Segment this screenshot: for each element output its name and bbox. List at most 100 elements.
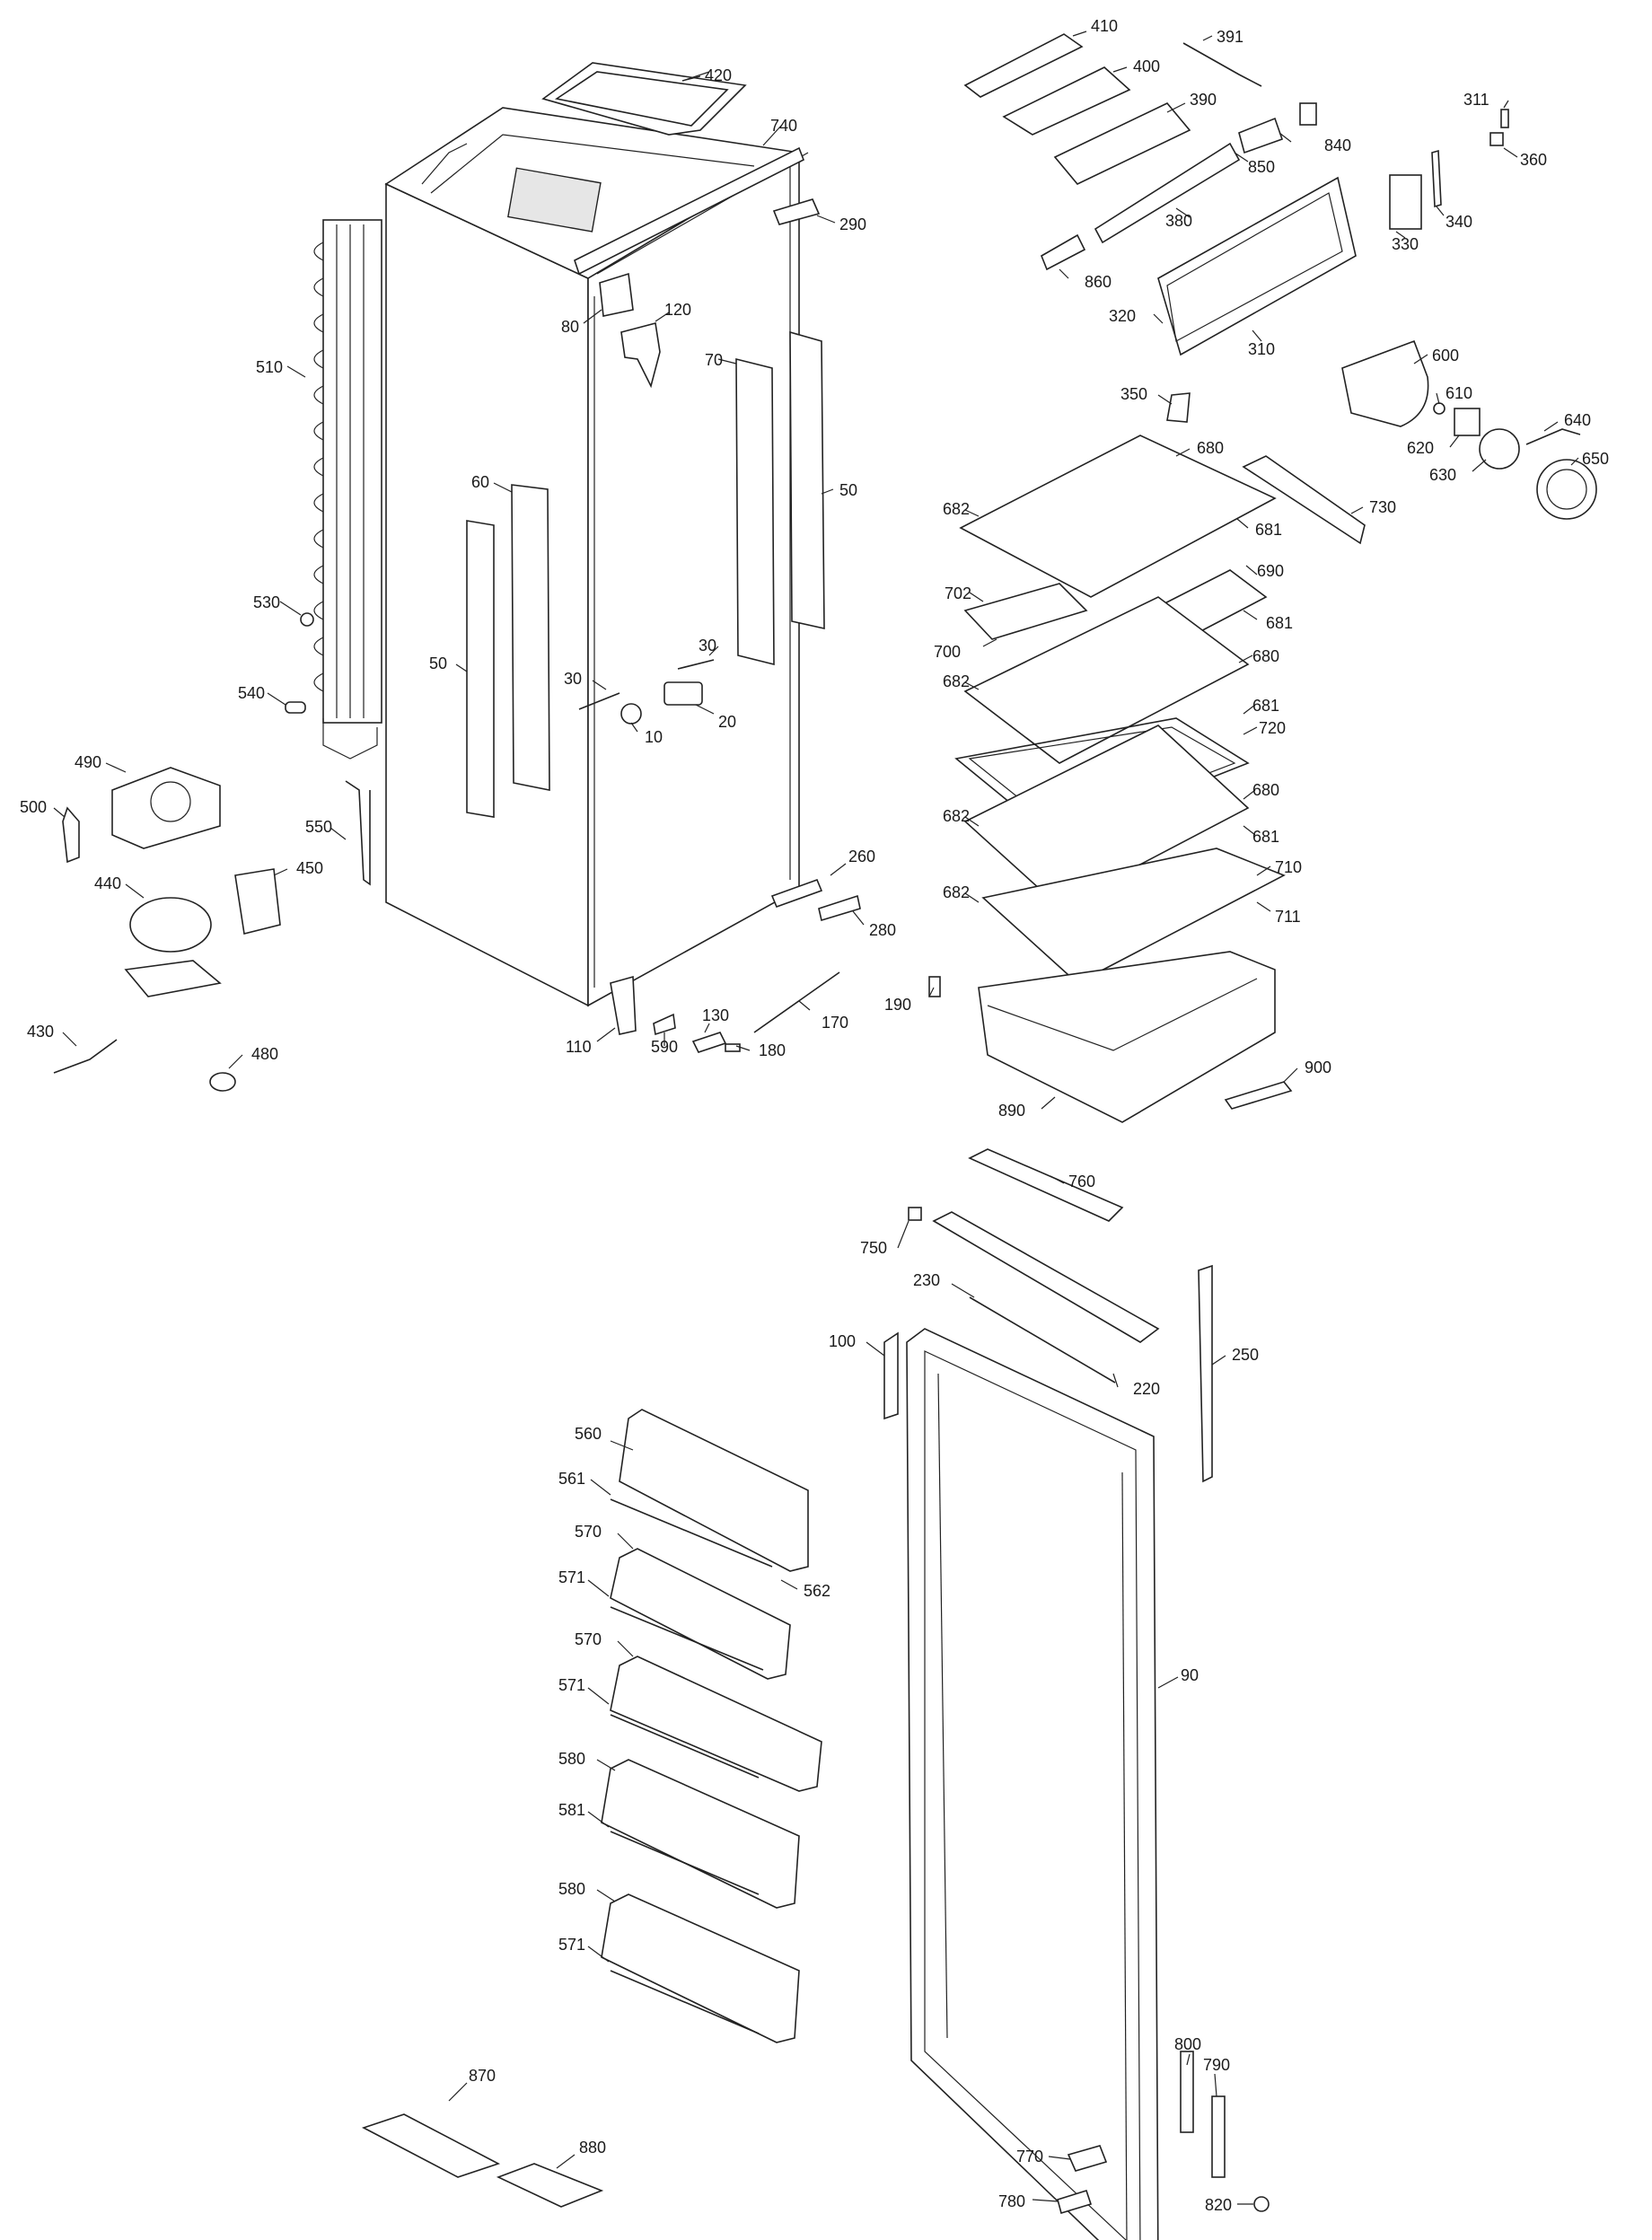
label-702: 702 — [945, 584, 971, 602]
label-690: 690 — [1257, 562, 1284, 580]
part-890-drawer — [978, 951, 1276, 1123]
label-730: 730 — [1369, 498, 1396, 516]
label-80: 80 — [561, 318, 579, 336]
shelf-710 — [981, 848, 1286, 984]
label-490: 490 — [75, 753, 101, 771]
label-681-c: 681 — [1252, 697, 1279, 715]
part-250-gasket — [1198, 1264, 1213, 1483]
label-681-d: 681 — [1252, 828, 1279, 846]
label-710: 710 — [1275, 858, 1302, 876]
part-440-compressor — [124, 897, 222, 997]
part-730-rail — [1242, 455, 1366, 545]
shelf-680-lower — [963, 725, 1250, 908]
label-740: 740 — [770, 117, 797, 135]
label-510: 510 — [256, 358, 283, 376]
label-780: 780 — [998, 2192, 1025, 2210]
shelf-680-mid — [963, 596, 1250, 764]
label-350: 350 — [1120, 385, 1147, 403]
label-310: 310 — [1248, 340, 1275, 358]
label-190: 190 — [884, 996, 911, 1014]
part-310-housing — [1157, 176, 1357, 356]
part-350-lamp — [1166, 392, 1191, 423]
part-550-drain — [345, 780, 371, 886]
label-360: 360 — [1520, 151, 1547, 169]
label-10: 10 — [645, 728, 663, 746]
label-390: 390 — [1190, 91, 1217, 109]
label-280: 280 — [869, 921, 896, 939]
part-390-board — [1053, 102, 1191, 185]
part-640-wire — [1525, 428, 1581, 445]
label-30-b: 30 — [564, 670, 582, 688]
label-820: 820 — [1205, 2196, 1232, 2214]
label-870: 870 — [469, 2067, 496, 2085]
label-600: 600 — [1432, 347, 1459, 365]
leader-lines — [53, 31, 1579, 2205]
part-230-strip — [969, 1296, 1116, 1384]
label-750: 750 — [860, 1239, 887, 1257]
label-680-b: 680 — [1252, 647, 1279, 665]
label-540: 540 — [238, 684, 265, 702]
part-330-cover — [1389, 174, 1422, 230]
label-682-a: 682 — [943, 500, 970, 518]
label-420: 420 — [705, 66, 732, 84]
label-650: 650 — [1582, 450, 1609, 468]
part-840-clip — [1299, 102, 1317, 126]
label-610: 610 — [1446, 384, 1472, 402]
label-550: 550 — [305, 818, 332, 836]
part-120-hinge — [620, 322, 661, 389]
label-50-a: 50 — [839, 481, 857, 499]
part-180-pin — [725, 1043, 741, 1052]
label-581: 581 — [558, 1801, 585, 1819]
label-880: 880 — [579, 2139, 606, 2157]
label-290: 290 — [839, 215, 866, 233]
label-800: 800 — [1174, 2035, 1201, 2053]
label-530: 530 — [253, 593, 280, 611]
label-900: 900 — [1305, 1059, 1331, 1076]
label-570-b: 570 — [575, 1630, 602, 1648]
label-630: 630 — [1429, 466, 1456, 484]
part-number-labels: 410 391 400 420 390 311 360 740 840 850 … — [20, 17, 1609, 2214]
shelf-702 — [963, 583, 1088, 640]
part-760-cover — [968, 1148, 1124, 1222]
label-640: 640 — [1564, 411, 1591, 429]
label-560: 560 — [575, 1425, 602, 1443]
label-30-a: 30 — [699, 637, 716, 654]
part-430-cable — [53, 1039, 118, 1074]
label-410: 410 — [1091, 17, 1118, 35]
part-650-housing — [1536, 459, 1597, 520]
part-870-egg-tray — [361, 2113, 501, 2178]
label-430: 430 — [27, 1023, 54, 1041]
label-320: 320 — [1109, 307, 1136, 325]
part-571-strip-c — [610, 1970, 760, 2034]
label-840: 840 — [1324, 136, 1351, 154]
part-480-foot — [209, 1072, 236, 1092]
part-130-bracket — [691, 1032, 727, 1053]
part-580-bin-b — [601, 1893, 800, 2043]
label-860: 860 — [1085, 273, 1112, 291]
label-760: 760 — [1068, 1173, 1095, 1190]
label-400: 400 — [1133, 57, 1160, 75]
part-570-bin-b — [610, 1656, 822, 1792]
part-400-board — [1002, 66, 1131, 136]
part-790-clip — [1211, 2095, 1226, 2178]
label-70: 70 — [705, 351, 723, 369]
part-880-ice-tray — [496, 2163, 604, 2208]
part-750-cap — [908, 1207, 922, 1221]
label-100: 100 — [829, 1332, 856, 1350]
label-130: 130 — [702, 1006, 729, 1024]
part-290-bracket — [772, 198, 821, 225]
part-170-damper — [753, 971, 840, 1033]
label-230: 230 — [913, 1271, 940, 1289]
label-711: 711 — [1275, 908, 1301, 926]
part-590-clip — [653, 1013, 676, 1036]
part-580-bin-a — [601, 1759, 800, 1909]
part-540-plug — [285, 701, 306, 714]
label-480: 480 — [251, 1045, 278, 1063]
part-571-strip-a — [610, 1606, 764, 1671]
label-580-a: 580 — [558, 1750, 585, 1768]
label-330: 330 — [1392, 235, 1419, 253]
part-500-clip — [62, 806, 80, 864]
part-360-clip — [1489, 132, 1504, 146]
part-340-clip — [1431, 149, 1442, 208]
